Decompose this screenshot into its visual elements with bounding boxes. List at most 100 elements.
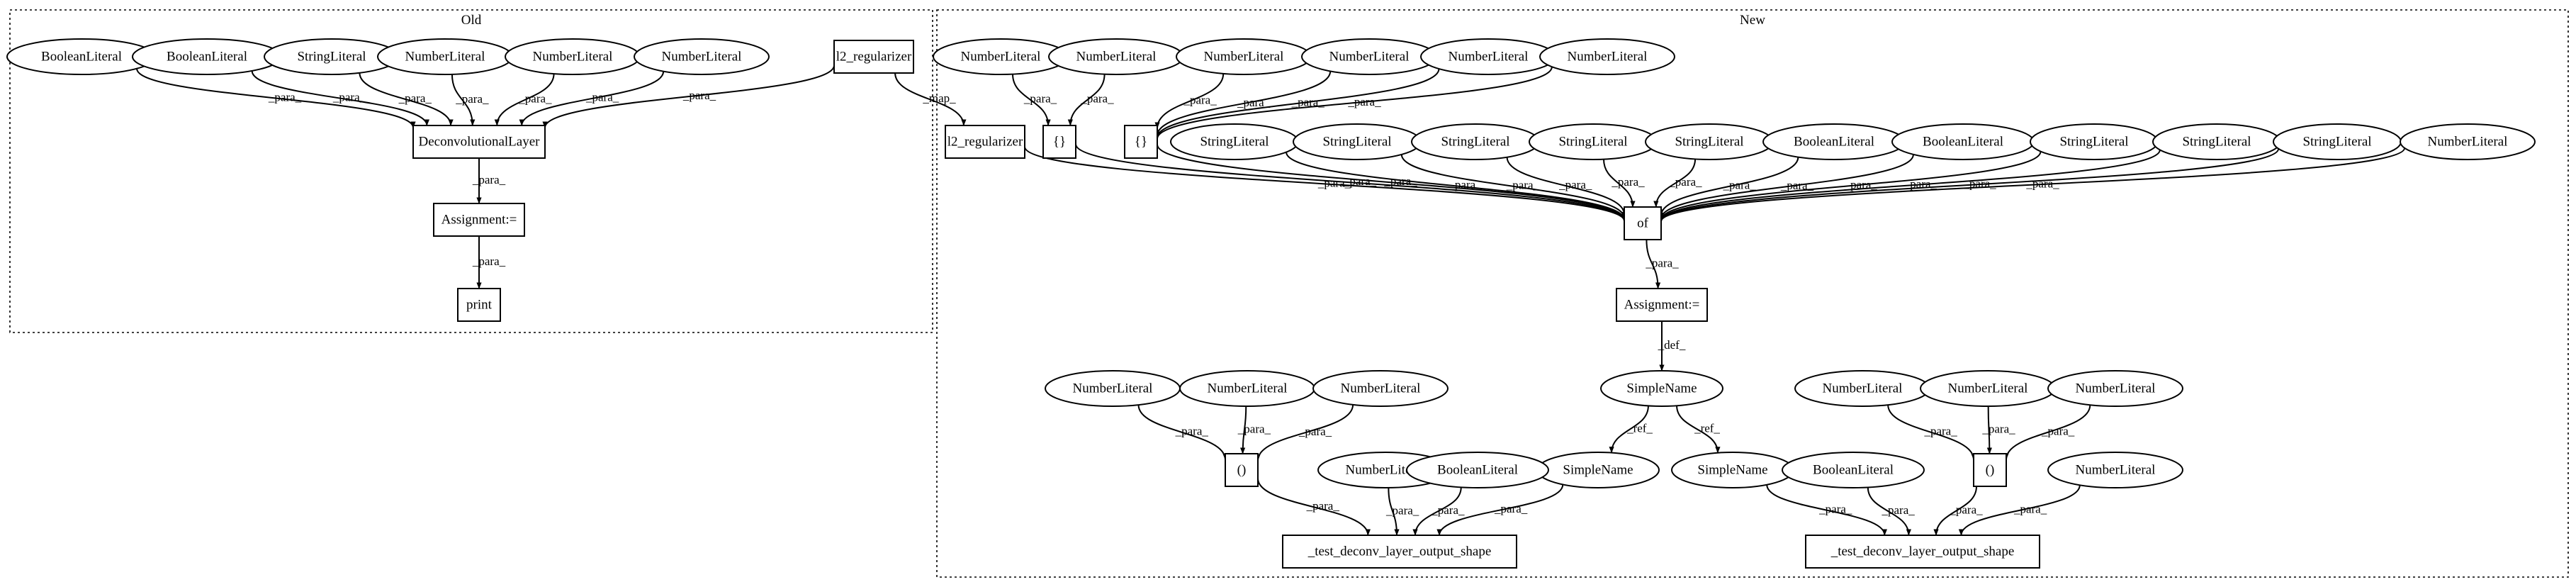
node-test-deconv-layer-output-shape: _test_deconv_layer_output_shape: [1805, 535, 2040, 569]
edge-line: [894, 72, 967, 126]
node-label: NumberLiteral: [1341, 381, 1421, 396]
node-label: NumberLiteral: [405, 49, 485, 64]
edge-n_nl2-to-n_br1: _para_: [1067, 74, 1114, 126]
node-label: NumberLiteral: [1329, 49, 1410, 64]
edge-o_s1-to-o_dec: _para_: [359, 72, 454, 126]
node-numberliteral: NumberLiteral: [377, 38, 513, 75]
edge-line: [1075, 143, 1627, 221]
node-label: BooleanLiteral: [1437, 462, 1518, 477]
edge-n_s2-to-n_of: _para_: [1400, 154, 1627, 219]
edge-line: [1646, 239, 1661, 289]
node-numberliteral: NumberLiteral: [634, 38, 770, 75]
node-label: BooleanLiteral: [1923, 134, 2003, 149]
edge-n_br2-to-n_of: _para_: [1157, 144, 1627, 221]
edge-line: [451, 74, 476, 126]
edge-label: _para_: [1668, 175, 1702, 189]
edge-line: [1012, 74, 1051, 126]
node-label: NumberLiteral: [1076, 49, 1157, 64]
node-assignment: Assignment:=: [1616, 288, 1708, 322]
edge-n_b1-to-n_of: _para_: [1658, 157, 1799, 216]
edge-n_nl5-to-n_br2: _para_: [1154, 68, 1440, 138]
edge-label: _para_: [1923, 425, 1957, 438]
edge-o_l2-to-n_l2: _map_: [894, 72, 967, 126]
node-booleanliteral: BooleanLiteral: [1762, 123, 1906, 160]
node-box: [1042, 125, 1076, 159]
edge-label: _ref_: [1626, 421, 1653, 435]
edge-line: [1658, 147, 2406, 222]
node-node: {}: [1124, 125, 1158, 159]
edge-line: [1154, 73, 1225, 129]
node-ellipse: [1782, 452, 1925, 488]
edge-n_asg-to-n_sn: _def_: [1658, 321, 1686, 371]
node-label: NumberLiteral: [1568, 49, 1648, 64]
edge-n_p2-to-n_t2: _para_: [1933, 486, 1983, 536]
node-box: [433, 203, 525, 237]
edge-o_asg-to-o_prt: _para_: [472, 235, 506, 289]
edge-n_rn3-to-n_p2: _para_: [2003, 405, 2091, 460]
edge-line: [251, 70, 429, 126]
node-label: BooleanLiteral: [1813, 462, 1894, 477]
edge-n_br1-to-n_of: _para_: [1075, 143, 1627, 221]
node-stringliteral: StringLiteral: [264, 38, 400, 75]
node-numberliteral: NumberLiteral: [1539, 38, 1675, 75]
edge-n_nl3-to-n_br2: _para_: [1154, 73, 1225, 129]
edge-n_nl1-to-n_br1: _para_: [1012, 74, 1057, 126]
edge-line: [1286, 152, 1627, 220]
node-label: NumberLiteral: [1948, 381, 2028, 396]
node-print: print: [457, 288, 501, 322]
node-label: l2_regularizer: [947, 134, 1023, 149]
node-booleanliteral: BooleanLiteral: [1891, 123, 2035, 160]
edge-line: [1137, 404, 1228, 460]
node-label: of: [1637, 216, 1649, 230]
node-label: NumberLiteral: [2428, 134, 2508, 149]
edge-n_s1-to-n_of: _para_: [1286, 152, 1627, 220]
edge-n_s4-to-n_of: _para_: [1603, 159, 1645, 208]
node-ellipse: [2047, 370, 2183, 407]
node-simplename: SimpleName: [1671, 452, 1794, 488]
node-label: Assignment:=: [1624, 297, 1700, 312]
edge-n_b2-to-n_of: _para_: [1658, 154, 1914, 219]
edge-label: _para_: [1723, 179, 1757, 192]
edge-line: [1067, 74, 1106, 126]
edge-n_rb1-to-n_t2: _para_: [1867, 487, 1915, 536]
node-label: l2_regularizer: [836, 49, 912, 64]
node-label: StringLiteral: [2182, 134, 2251, 149]
node-label: DeconvolutionalLayer: [419, 134, 541, 149]
cluster-old: Old: [9, 9, 933, 333]
edge-label: _para_: [1981, 422, 2015, 435]
node-simplename: SimpleName: [1600, 370, 1723, 407]
edge-line: [519, 71, 665, 126]
edge-n_sn2-to-n_t2: _para_: [1766, 484, 1887, 536]
edge-label: _para_: [1494, 502, 1528, 515]
node-numberliteral: NumberLiteral: [1048, 38, 1184, 75]
edge-label: _para_: [1645, 256, 1679, 269]
node-numberliteral: NumberLiteral: [1312, 370, 1449, 407]
node-label: NumberLiteral: [961, 49, 1041, 64]
edge-label: _para_: [332, 90, 366, 104]
edge-line: [1887, 405, 1976, 460]
edge-label: _para_: [472, 173, 506, 186]
node-label: StringLiteral: [1558, 134, 1627, 149]
node-label: BooleanLiteral: [41, 49, 122, 64]
edge-n_s5-to-n_of: _para_: [1653, 159, 1702, 208]
node-label: _test_deconv_layer_output_shape: [1307, 544, 1492, 559]
node-assignment: Assignment:=: [433, 203, 525, 237]
node-numberliteral: NumberLiteral: [505, 38, 641, 75]
node-ellipse: [634, 38, 770, 75]
node-numberliteral: NumberLiteral: [1176, 38, 1312, 75]
edge-o_n3-to-o_dec: _para_: [519, 71, 665, 126]
node-numberliteral: NumberLiteral: [933, 38, 1069, 75]
edge-label: _para_: [1558, 178, 1592, 191]
edge-label: _para_: [398, 91, 432, 105]
edge-line: [1867, 487, 1911, 536]
edge-label: _para_: [682, 89, 716, 102]
edge-n_sn1-to-n_t1: _para_: [1436, 484, 1564, 536]
edge-o_b1-to-o_dec: _para_: [136, 68, 416, 128]
node-box: [1124, 125, 1158, 159]
node-box: [1282, 535, 1517, 569]
edge-line: [1157, 144, 1627, 221]
node-box: [1225, 453, 1259, 487]
node-stringliteral: StringLiteral: [1529, 123, 1658, 160]
